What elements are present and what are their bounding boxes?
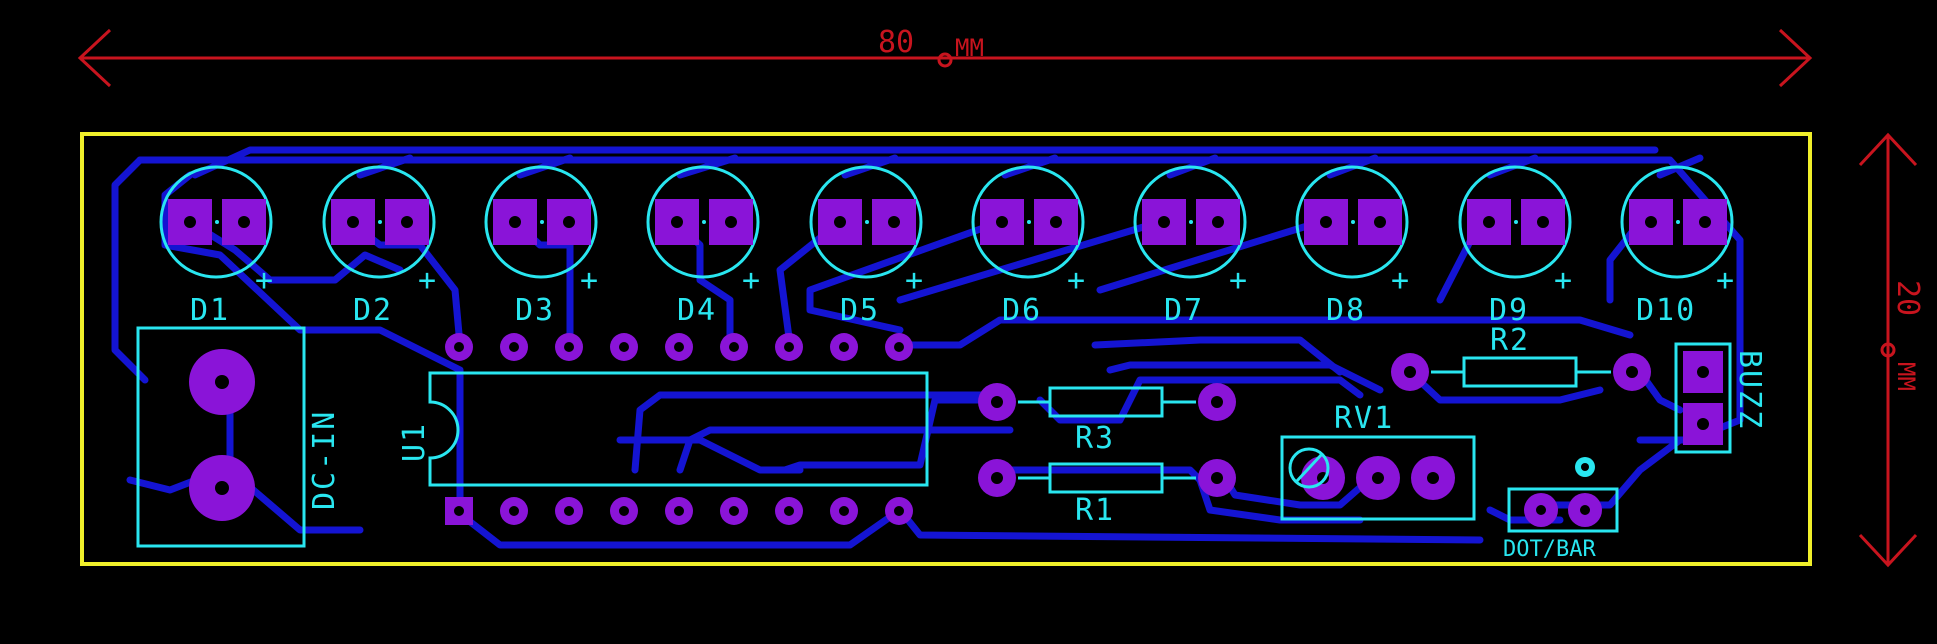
resistor-r1-label: R1: [1075, 493, 1115, 528]
led-plus-label: +: [1554, 263, 1574, 298]
led-d1[interactable]: + D1: [159, 165, 275, 328]
led-plus-label: +: [742, 263, 762, 298]
led-d4[interactable]: + D4: [646, 165, 762, 328]
led-plus-label: +: [1391, 263, 1411, 298]
height-dimension: 20 MM: [1858, 132, 1925, 568]
led-d6[interactable]: + D6: [971, 165, 1087, 328]
led-plus-label: +: [905, 263, 925, 298]
width-unit: MM: [955, 34, 984, 62]
buzzer[interactable]: BUZZ: [1674, 342, 1767, 454]
board-outline: [80, 132, 1812, 566]
ic-u1[interactable]: U1: [397, 333, 929, 525]
led-plus-label: +: [255, 263, 275, 298]
led-d3[interactable]: + D3: [484, 165, 600, 328]
led-d2-label: D2: [353, 293, 393, 328]
led-d5-label: D5: [840, 293, 880, 328]
height-value: 20: [1890, 280, 1925, 316]
dc-in-label: DC-IN: [307, 410, 342, 510]
potentiometer-rv1[interactable]: RV1: [1280, 401, 1476, 521]
resistor-r3[interactable]: R3: [978, 383, 1236, 456]
resistor-r2[interactable]: R2: [1391, 323, 1651, 391]
led-plus-label: +: [418, 263, 438, 298]
dot-bar-jumper[interactable]: DOT/BAR: [1503, 457, 1619, 562]
ic-top-pins: [445, 333, 913, 361]
ic-bottom-pins: [445, 497, 913, 525]
resistor-r2-label: R2: [1490, 323, 1530, 358]
led-d9[interactable]: + D9: [1458, 165, 1574, 328]
resistor-r1[interactable]: R1: [978, 459, 1236, 528]
led-plus-label: +: [1229, 263, 1249, 298]
led-array: + D1 + D2 + D3: [159, 165, 1736, 328]
led-d6-label: D6: [1002, 293, 1042, 328]
led-d4-label: D4: [677, 293, 717, 328]
resistor-r3-label: R3: [1075, 421, 1115, 456]
led-d3-label: D3: [515, 293, 555, 328]
led-plus-label: +: [1716, 263, 1736, 298]
led-d8-label: D8: [1326, 293, 1366, 328]
dot-bar-label: DOT/BAR: [1503, 537, 1596, 562]
potentiometer-rv1-label: RV1: [1334, 401, 1394, 436]
ic-u1-label: U1: [397, 422, 432, 462]
width-value: 80: [878, 25, 914, 60]
led-plus-label: +: [1067, 263, 1087, 298]
led-d8[interactable]: + D8: [1295, 165, 1411, 328]
led-d10-label: D10: [1636, 293, 1696, 328]
led-d7[interactable]: + D7: [1133, 165, 1249, 328]
width-dimension: 80 MM: [77, 25, 1813, 88]
led-d9-label: D9: [1489, 293, 1529, 328]
buzzer-label: BUZZ: [1732, 350, 1767, 430]
dc-in-connector[interactable]: DC-IN: [136, 326, 342, 548]
led-d1-label: D1: [190, 293, 230, 328]
led-d5[interactable]: + D5: [809, 165, 925, 328]
led-d7-label: D7: [1164, 293, 1204, 328]
led-d10[interactable]: + D10: [1620, 165, 1736, 328]
height-unit: MM: [1892, 362, 1920, 391]
led-plus-label: +: [580, 263, 600, 298]
led-d2[interactable]: + D2: [322, 165, 438, 328]
